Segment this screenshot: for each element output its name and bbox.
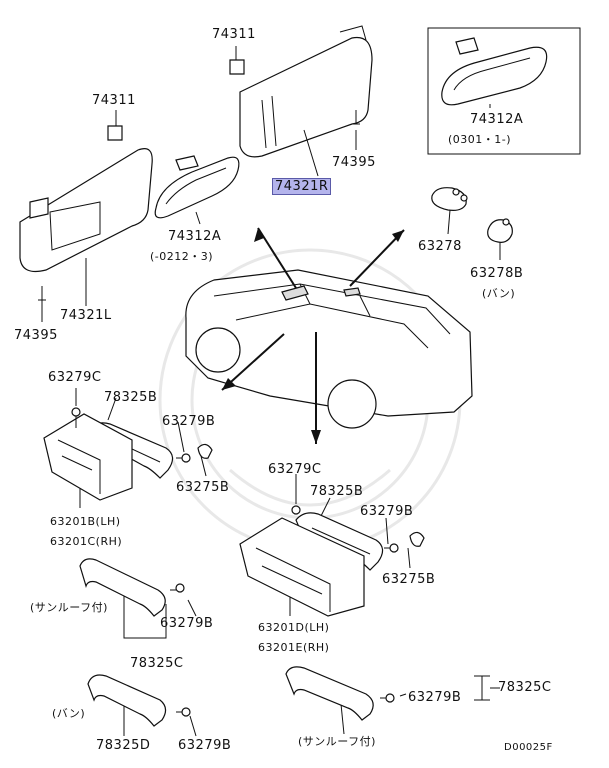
label-sunroof-note-right: (サンルーフ付) [298,735,376,748]
label-cap-2: 63275B [382,572,436,587]
label-screw-1: 63279B [162,414,216,429]
label-mirror-b-note: (0301・1-) [448,133,512,146]
label-plug-1: 63279C [48,370,102,385]
label-grip-3: 78325C [130,656,184,671]
label-screw-2: 63279B [360,504,414,519]
label-mirror-a: 74312A [168,229,222,244]
label-van-note: (バン) [52,707,86,720]
label-sunroof-note-left: (サンルーフ付) [30,601,108,614]
label-bracket-2a: 63201D(LH) [258,621,330,634]
label-bracket-1b: 63201C(RH) [50,535,123,548]
label-grip-5: 78325C [498,680,552,695]
label-visor-right-highlighted[interactable]: 74321R [272,178,332,195]
label-visor-left: 74321L [60,308,112,323]
label-bracket-1a: 63201B(LH) [50,515,121,528]
label-lamp-b-note: (バン) [482,287,516,300]
assist-grip-b2 [239,505,425,617]
label-grip-4: 78325D [96,738,151,753]
assist-grip-c-left [79,558,185,617]
assist-grip-b1 [43,407,213,501]
diagram-code: D00025F [504,742,553,753]
label-lamp-a: 63278 [418,239,462,254]
label-visor-screw-right: 74395 [332,155,376,170]
assist-grip-d [87,674,191,727]
label-screw-3: 63279B [160,616,214,631]
vehicle-outline [185,269,473,429]
label-mirror-a-note: (-0212・3) [150,250,214,263]
label-cap-1: 63275B [176,480,230,495]
dome-lamp-63278b [487,218,513,243]
label-visor-clip-right: 74311 [212,27,256,42]
label-grip-1: 78325B [104,390,158,405]
label-screw-5: 63279B [408,690,462,705]
sun-visor-right [229,25,373,158]
label-visor-clip-left: 74311 [92,93,136,108]
sun-visor-left [19,125,153,301]
mirror-inset-box [427,27,581,155]
rearview-mirror-a [154,155,240,219]
label-plug-2: 63279C [268,462,322,477]
assist-grip-c-right [285,666,395,721]
dome-lamp-63278 [431,187,468,211]
label-grip-2: 78325B [310,484,364,499]
leader-arrows [221,227,405,444]
rearview-mirror-b [441,37,548,106]
label-lamp-b: 63278B [470,266,524,281]
label-visor-screw-left: 74395 [14,328,58,343]
label-screw-4: 63279B [178,738,232,753]
label-mirror-b: 74312A [470,112,524,127]
label-bracket-2b: 63201E(RH) [258,641,330,654]
